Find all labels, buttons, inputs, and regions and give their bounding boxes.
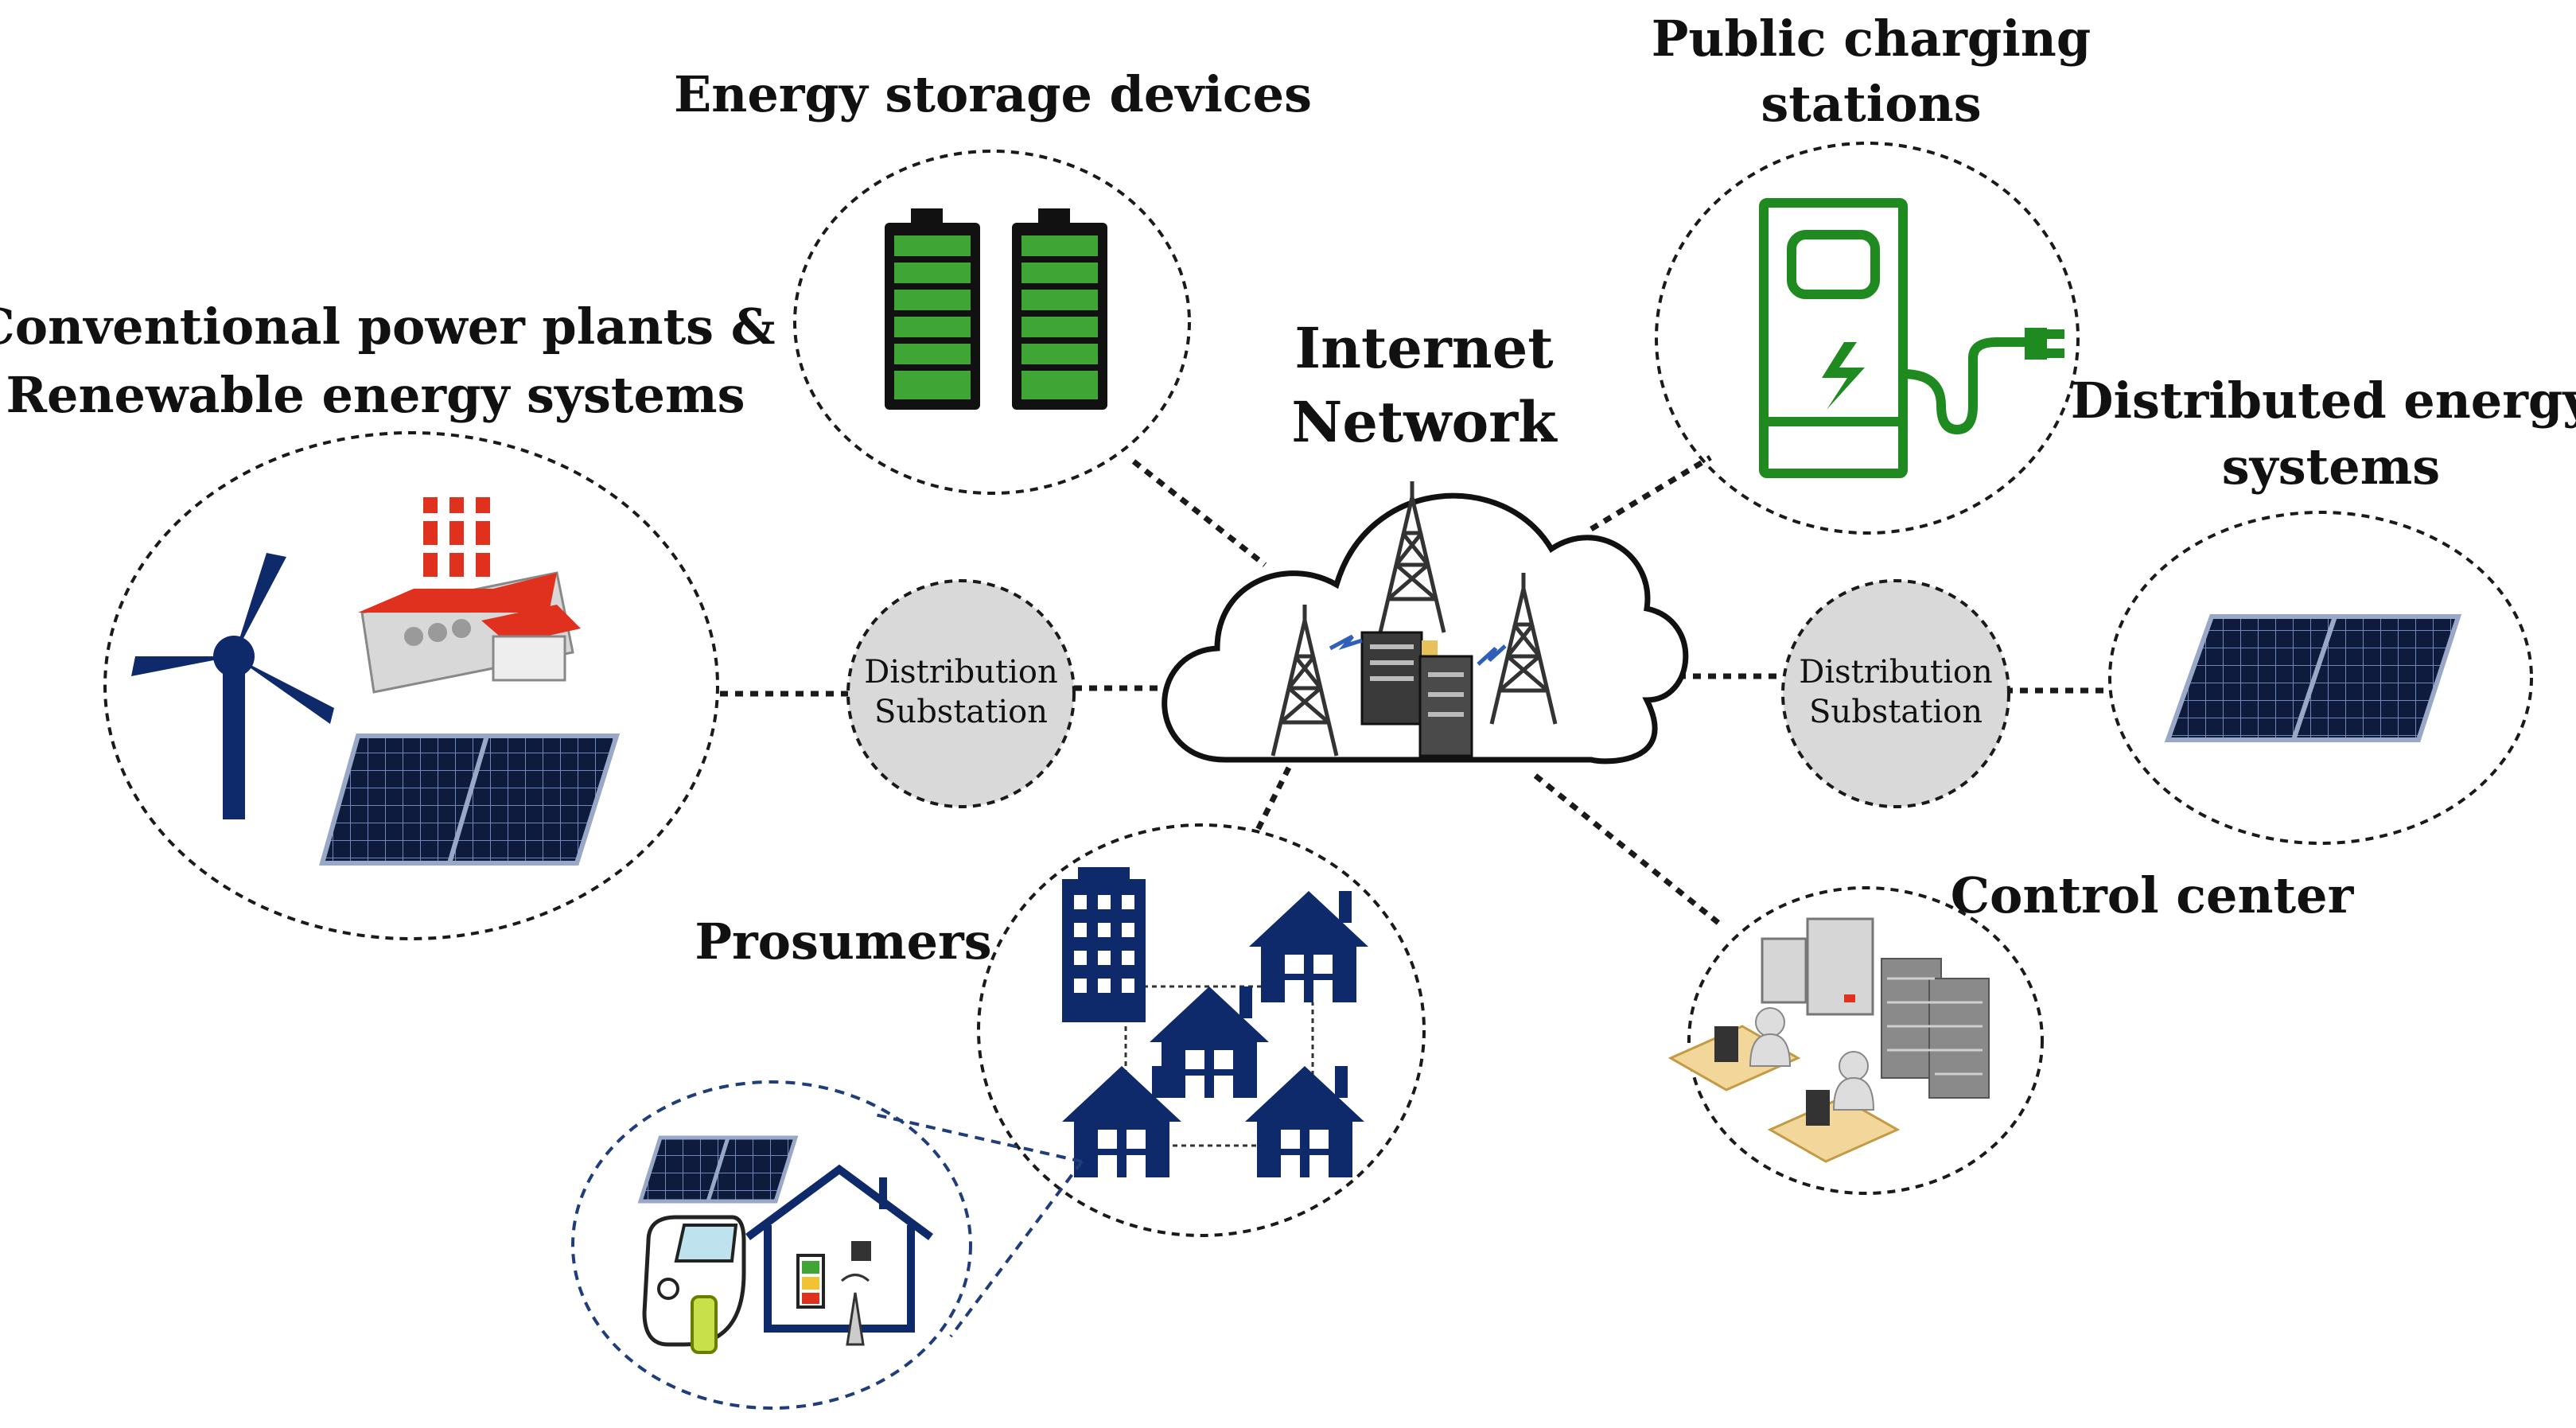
house-icon <box>745 1164 933 1333</box>
conventional-circle <box>103 431 719 940</box>
distributed-label-line2: systems <box>2222 438 2440 496</box>
office-building-icon <box>1062 867 1146 1022</box>
substation-left <box>846 579 1076 808</box>
solar-panel-icon <box>637 1135 799 1204</box>
server-icon <box>1329 631 1507 757</box>
electric-car-icon <box>642 1215 746 1354</box>
internet-label-line2: Network <box>1291 389 1558 455</box>
control-center-label: Control center <box>1951 866 2355 924</box>
solar-panel-icon <box>319 733 621 866</box>
substation-right-label-line1: Distribution <box>1799 654 1992 691</box>
substation-right <box>1781 579 2010 808</box>
distributed-circle <box>2108 511 2533 845</box>
substation-left-label-line1: Distribution <box>864 654 1057 691</box>
home-battery-icon <box>796 1254 825 1309</box>
zoom-link-bottom <box>949 1160 1084 1338</box>
energy-storage-circle <box>793 150 1191 495</box>
control-center-circle <box>1687 886 2044 1195</box>
charging-station-icon <box>1759 198 2064 478</box>
energy-storage-label: Energy storage devices <box>674 65 1312 123</box>
connection-cloud-charging <box>1590 454 1712 532</box>
substation-left-label-line2: Substation <box>874 694 1048 730</box>
charging-label-line1: Public charging <box>1652 10 2092 68</box>
prosumer-detail-circle <box>571 1080 972 1410</box>
server-icon <box>1761 917 1990 1099</box>
conventional-label-line1: Conventional power plants & <box>0 298 776 356</box>
smart-meter-icon <box>841 1241 871 1346</box>
factory-icon <box>358 497 581 694</box>
operator-workstation-icon <box>1667 1007 1901 1163</box>
connection-cloud-control <box>1533 773 1721 925</box>
prosumers-label: Prosumers <box>695 912 991 971</box>
connection-storage-cloud <box>1131 459 1267 567</box>
internet-label-line1: Internet <box>1294 315 1553 381</box>
substation-right-label-line2: Substation <box>1809 694 1983 730</box>
charging-label-line2: stations <box>1761 75 1981 133</box>
distributed-label-line1: Distributed energy <box>2071 372 2576 430</box>
battery-icon <box>885 208 1107 410</box>
zoom-link-top <box>870 1112 1083 1163</box>
connection-cloud-prosumers <box>1254 766 1292 833</box>
prosumer-grid-links <box>1124 985 1314 1147</box>
wind-turbine-icon <box>131 553 334 819</box>
conventional-label-line2: Renewable energy systems <box>6 366 745 424</box>
charging-circle <box>1655 142 2080 535</box>
solar-panel-icon <box>2164 614 2462 742</box>
prosumers-circle <box>977 823 1426 1237</box>
